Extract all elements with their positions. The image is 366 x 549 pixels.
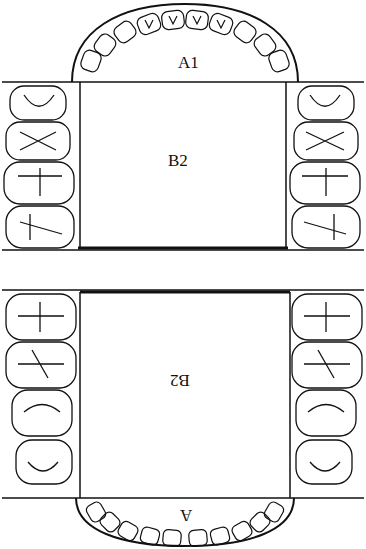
region-label: B2 <box>168 152 188 169</box>
region-label: B2 <box>170 372 190 389</box>
region-label: A1 <box>178 54 199 71</box>
region-label: A <box>180 507 192 524</box>
